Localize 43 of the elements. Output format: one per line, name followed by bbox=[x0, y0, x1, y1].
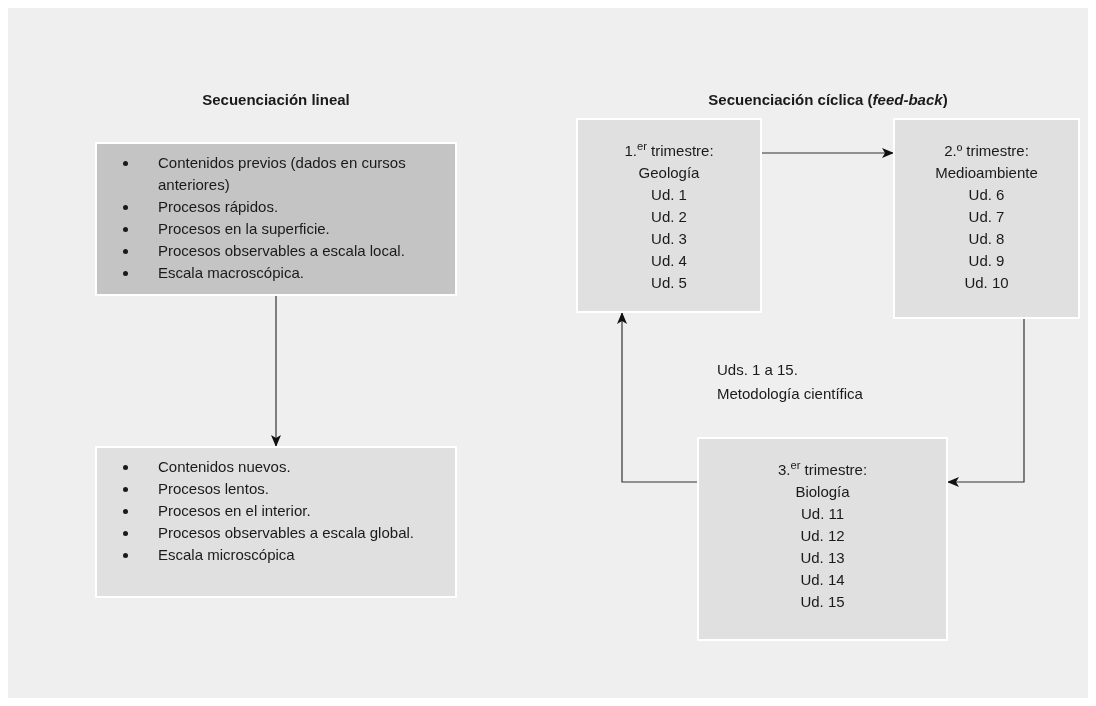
unit-label: Ud. 4 bbox=[651, 251, 687, 271]
bullet-item: Contenidos previos (dados en cursos anteriores) bbox=[158, 153, 407, 195]
trimester-box bbox=[697, 437, 948, 641]
content-box bbox=[95, 142, 457, 296]
arrow bbox=[617, 312, 698, 483]
unit-label: Ud. 14 bbox=[800, 570, 845, 590]
bullet-item: Procesos en la superficie. bbox=[158, 219, 330, 239]
unit-label: Ud. 7 bbox=[968, 207, 1005, 227]
box-heading: 2.º trimestre: bbox=[944, 141, 1029, 161]
trimester-box bbox=[893, 118, 1080, 319]
section-heading: Secuenciación cíclica (feed-back) bbox=[707, 90, 949, 110]
box-heading: Biología bbox=[795, 482, 850, 502]
section-heading: Secuenciación lineal bbox=[201, 90, 351, 110]
bullet-item: Procesos rápidos. bbox=[158, 197, 279, 217]
bullet-item: Procesos observables a escala global. bbox=[158, 523, 414, 543]
bullet-item: Procesos lentos. bbox=[158, 479, 269, 499]
bullet-item: Contenidos nuevos. bbox=[158, 457, 291, 477]
unit-label: Ud. 6 bbox=[968, 185, 1005, 205]
arrow bbox=[271, 295, 281, 447]
unit-label: Ud. 2 bbox=[651, 207, 687, 227]
unit-label: Ud. 3 bbox=[651, 229, 687, 249]
box-heading: Medioambiente bbox=[935, 163, 1038, 183]
arrow bbox=[947, 318, 1025, 487]
unit-label: Ud. 9 bbox=[968, 251, 1005, 271]
unit-label: Ud. 10 bbox=[964, 273, 1009, 293]
arrow bbox=[761, 148, 894, 158]
unit-label: Ud. 12 bbox=[800, 526, 845, 546]
box-heading: 1.$^{er}$ trimestre: bbox=[624, 140, 714, 161]
bullet-item: Procesos observables a escala local. bbox=[158, 241, 405, 261]
unit-label: Ud. 5 bbox=[651, 273, 687, 293]
unit-label: Ud. 1 bbox=[651, 185, 687, 205]
unit-label: Ud. 11 bbox=[800, 504, 845, 524]
box-heading: 3.$^{er}$ trimestre: bbox=[777, 459, 868, 480]
center-note: Uds. 1 a 15. Metodología científica bbox=[717, 360, 864, 404]
unit-label: Ud. 8 bbox=[968, 229, 1005, 249]
box-heading: Geología bbox=[638, 163, 700, 183]
content-box bbox=[95, 446, 457, 598]
bullet-item: Escala macroscópica. bbox=[158, 263, 304, 283]
unit-label: Ud. 15 bbox=[800, 592, 845, 612]
bullet-item: Escala microscópica bbox=[158, 545, 295, 565]
trimester-box bbox=[576, 118, 762, 313]
bullet-item: Procesos en el interior. bbox=[158, 501, 311, 521]
unit-label: Ud. 13 bbox=[800, 548, 845, 568]
